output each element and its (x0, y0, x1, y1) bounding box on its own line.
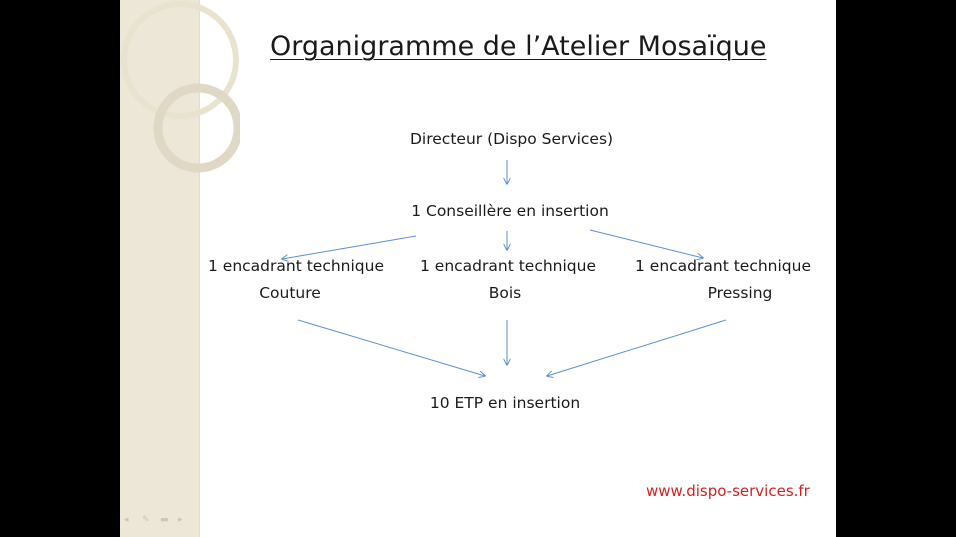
node-encadrant-couture-line2: Couture (259, 284, 321, 302)
node-encadrant-bois-line2: Bois (488, 284, 522, 302)
node-encadrant-pressing-line1: 1 encadrant technique (635, 257, 811, 275)
node-etp-label: 10 ETP en insertion (429, 394, 581, 412)
node-encadrant-bois: 1 encadrant technique Bois (420, 253, 596, 307)
slide-menu-icon[interactable]: ▬ (160, 515, 169, 525)
connector-arrows (120, 160, 727, 537)
arrow-couture-etp (297, 319, 485, 376)
arrow-conseillere-pressing (589, 229, 703, 258)
page-title: Organigramme de l’Atelier Mosaïque (270, 31, 767, 62)
website-link[interactable]: www.dispo-services.fr (646, 482, 810, 500)
slide-nav-controls: ◂ ✎ ▬ ▸ (124, 515, 188, 525)
next-arrow-icon[interactable]: ▸ (178, 515, 183, 525)
node-directeur-label: Directeur (Dispo Services) (410, 130, 614, 148)
decorative-circles (121, 1, 240, 173)
arrow-pressing-etp (547, 319, 727, 376)
node-encadrant-couture: 1 encadrant technique Couture (208, 253, 384, 307)
slide: Organigramme de l’Atelier Mosaïque Direc… (120, 0, 836, 537)
node-encadrant-bois-line1: 1 encadrant technique (420, 257, 596, 275)
node-etp: 10 ETP en insertion (415, 390, 595, 417)
node-conseillere: 1 Conseillère en insertion (405, 198, 615, 225)
node-conseillere-label: 1 Conseillère en insertion (411, 202, 609, 220)
node-encadrant-pressing-line2: Pressing (707, 284, 773, 302)
node-directeur: Directeur (Dispo Services) (410, 126, 614, 153)
node-encadrant-couture-line1: 1 encadrant technique (208, 257, 384, 275)
node-encadrant-pressing: 1 encadrant technique Pressing (635, 253, 811, 307)
arrow-conseillere-couture (282, 235, 417, 259)
pen-icon[interactable]: ✎ (142, 515, 150, 525)
prev-arrow-icon[interactable]: ◂ (124, 515, 129, 525)
